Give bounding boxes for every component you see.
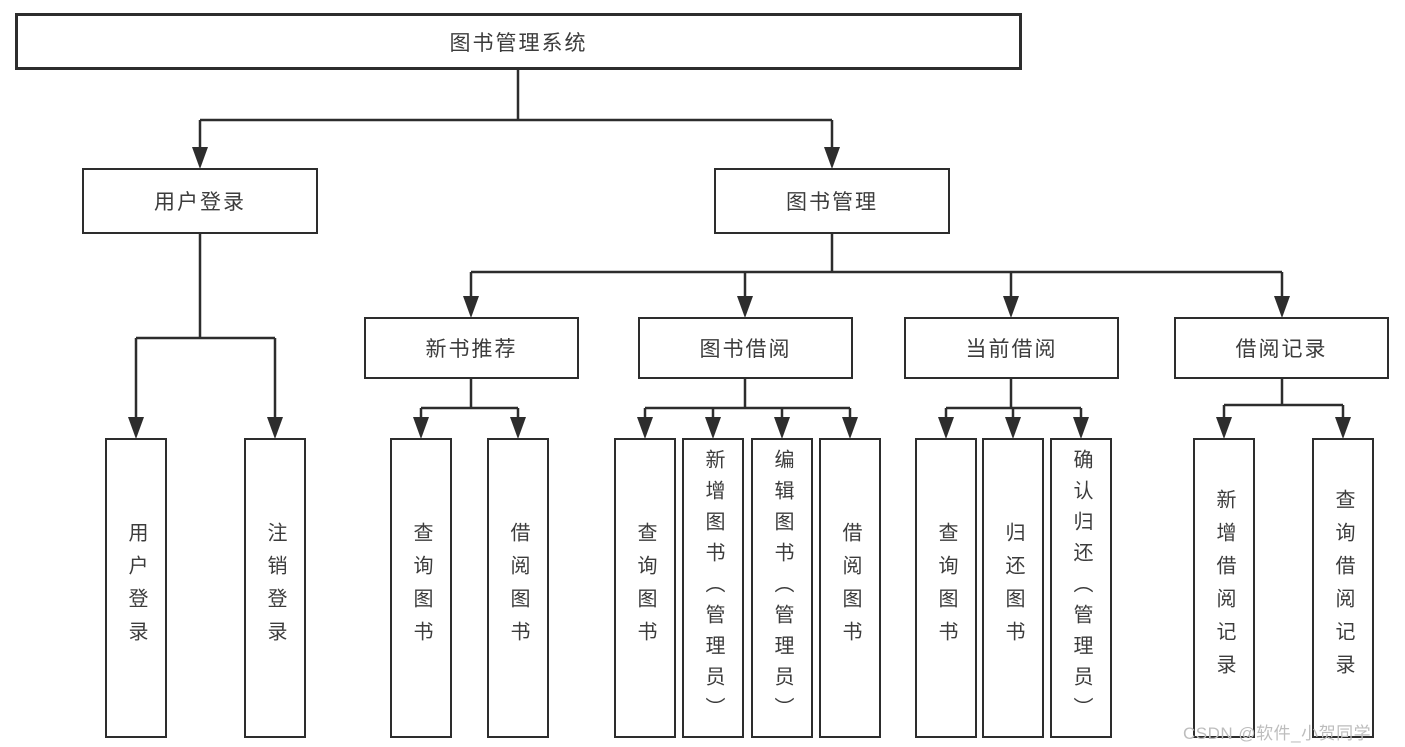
leaf-borrow-books-borrowing: 借阅图书 [819, 438, 881, 738]
leaf-query-books-newrec: 查询图书 [390, 438, 452, 738]
node-label: 查询图书 [410, 522, 432, 654]
node-label: 查询图书 [634, 522, 656, 654]
connector-root-to-level2 [192, 68, 840, 169]
node-user-login: 用户登录 [82, 168, 318, 234]
node-label: 借阅图书 [507, 522, 529, 654]
connector-user-login-to-leaves [128, 232, 283, 439]
leaf-edit-books-admin: 编辑图书（管理员） [751, 438, 813, 738]
leaf-query-books-current: 查询图书 [915, 438, 977, 738]
connector-book-management-to-level3 [463, 232, 1290, 318]
node-borrowing-records: 借阅记录 [1174, 317, 1389, 379]
watermark-text: CSDN @软件_小贺同学 [1183, 724, 1372, 743]
node-label: 当前借阅 [965, 338, 1058, 361]
leaf-logout: 注销登录 [244, 438, 306, 738]
node-label: 查询图书 [935, 522, 957, 654]
node-label: 图书借阅 [699, 338, 792, 361]
leaf-user-login: 用户登录 [105, 438, 167, 738]
leaf-return-books: 归还图书 [982, 438, 1044, 738]
node-book-borrowing: 图书借阅 [638, 317, 853, 379]
node-label: 图书管理 [786, 191, 878, 214]
connector-borrowing-records-to-leaves [1216, 377, 1351, 439]
node-label: 用户登录 [154, 191, 246, 214]
leaf-borrow-books-newrec: 借阅图书 [487, 438, 549, 738]
connector-new-book-recommend-to-leaves [413, 377, 526, 439]
leaf-add-borrow-record: 新增借阅记录 [1193, 438, 1255, 738]
leaf-confirm-return-admin: 确认归还（管理员） [1050, 438, 1112, 738]
node-label: 新增图书（管理员） [702, 448, 724, 728]
leaf-query-borrow-record: 查询借阅记录 [1312, 438, 1374, 738]
node-label: 确认归还（管理员） [1070, 448, 1092, 728]
node-label: 图书管理系统 [449, 31, 588, 55]
node-label: 编辑图书（管理员） [771, 448, 793, 728]
node-label: 归还图书 [1002, 522, 1024, 654]
connector-book-borrowing-to-leaves [637, 377, 858, 439]
leaf-query-books-borrowing: 查询图书 [614, 438, 676, 738]
node-label: 借阅记录 [1235, 338, 1328, 361]
leaf-add-books-admin: 新增图书（管理员） [682, 438, 744, 738]
node-label: 注销登录 [264, 522, 286, 654]
node-label: 新增借阅记录 [1213, 489, 1235, 687]
node-new-book-recommend: 新书推荐 [364, 317, 579, 379]
connector-current-borrowing-to-leaves [938, 377, 1089, 439]
node-label: 新书推荐 [425, 338, 518, 361]
node-current-borrowing: 当前借阅 [904, 317, 1119, 379]
node-book-management: 图书管理 [714, 168, 950, 234]
node-label: 借阅图书 [839, 522, 861, 654]
node-label: 用户登录 [125, 522, 147, 654]
node-library-management-system: 图书管理系统 [15, 13, 1022, 70]
node-label: 查询借阅记录 [1332, 489, 1354, 687]
